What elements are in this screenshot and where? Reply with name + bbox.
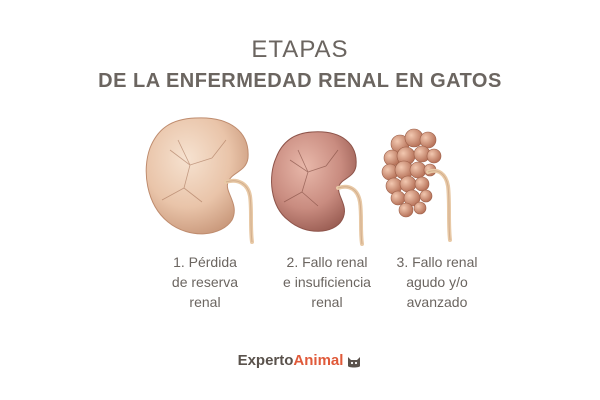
page-subtitle: DE LA ENFERMEDAD RENAL EN GATOS	[98, 70, 502, 92]
logo-text-experto: Experto	[237, 352, 294, 369]
stage-1-label-line: 1. Pérdida	[173, 254, 237, 270]
stage-2-label-line: e insuficiencia	[283, 274, 371, 290]
stage-2: 2. Fallo renal e insuficiencia renal	[262, 110, 392, 310]
stage-2-label: 2. Fallo renal e insuficiencia renal	[252, 252, 402, 312]
stage-3: 3. Fallo renal agudo y/o avanzado	[372, 110, 502, 310]
page-title: ETAPAS	[251, 36, 349, 63]
stage-3-label-line: 3. Fallo renal	[396, 254, 478, 270]
stage-1-label-line: renal	[189, 294, 221, 310]
stage-3-label-line: agudo y/o	[406, 274, 468, 290]
stage-2-label-line: renal	[311, 294, 343, 310]
stage-1-label-line: de reserva	[171, 274, 239, 290]
cat-face-icon	[348, 356, 361, 367]
stage-1: 1. Pérdida de reserva renal	[140, 110, 270, 310]
stage-3-label: 3. Fallo renal agudo y/o avanzado	[362, 252, 512, 312]
healthy-kidney-icon	[145, 117, 254, 244]
stage-2-label-line: 2. Fallo renal	[286, 254, 368, 270]
logo-text-animal: Animal	[293, 352, 344, 369]
stage-3-label-line: avanzado	[406, 294, 468, 310]
inflamed-kidney-icon	[271, 131, 364, 246]
stage-1-label: 1. Pérdida de reserva renal	[130, 252, 280, 312]
logo: Experto Animal	[0, 352, 600, 369]
shrunken-kidney-icon	[381, 128, 452, 242]
